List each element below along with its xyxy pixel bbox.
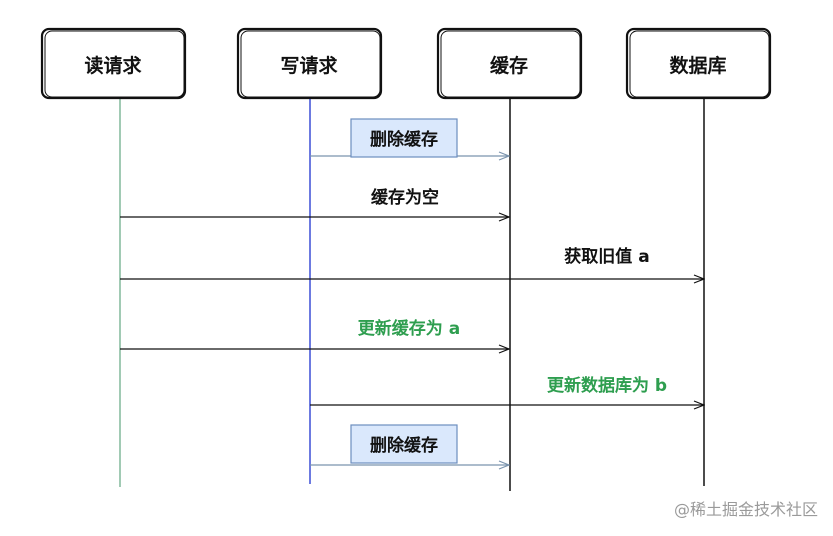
actor-write: 写请求 <box>236 27 383 100</box>
message-label: 删除缓存 <box>370 435 438 456</box>
actor-label-db: 数据库 <box>669 54 726 77</box>
actor-label-read: 读请求 <box>84 54 142 77</box>
actor-read: 读请求 <box>40 27 187 100</box>
actor-label-cache: 缓存 <box>490 54 528 77</box>
message-6: 删除缓存 <box>310 424 509 465</box>
note-box <box>350 118 458 158</box>
lifelines <box>119 98 705 491</box>
message-label: 缓存为空 <box>371 187 439 208</box>
message-label: 删除缓存 <box>370 129 438 150</box>
actor-cache: 缓存 <box>436 27 583 100</box>
message-4: 更新缓存为 a <box>120 318 509 349</box>
message-label: 更新数据库为 b <box>547 375 667 396</box>
note-box <box>350 424 458 464</box>
actor-label-write: 写请求 <box>280 54 338 77</box>
message-3: 获取旧值 a <box>120 246 704 279</box>
message-label: 获取旧值 a <box>564 246 649 267</box>
message-label: 更新缓存为 a <box>358 318 460 339</box>
message-2: 缓存为空 <box>120 187 509 217</box>
message-1: 删除缓存 <box>310 118 509 158</box>
actor-db: 数据库 <box>625 27 772 100</box>
message-5: 更新数据库为 b <box>310 375 704 405</box>
watermark: @稀土掘金技术社区 <box>674 500 818 519</box>
